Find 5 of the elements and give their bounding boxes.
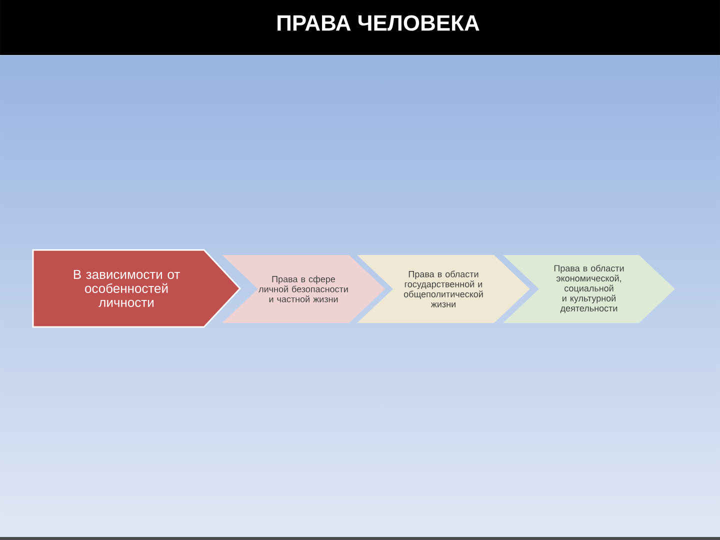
chevron-step: Права в сфере личной безопасности и частной жизни (222, 255, 385, 323)
title-bar: ПРАВА ЧЕЛОВЕКА (0, 0, 720, 55)
chevron-step: Права в области государственной и общеполитической жизни (357, 255, 530, 323)
chevron-step: Права в области экономической, социальной и культурной деятельности (503, 255, 675, 323)
chevron-step: В зависимости от особенностей личности (32, 249, 242, 328)
